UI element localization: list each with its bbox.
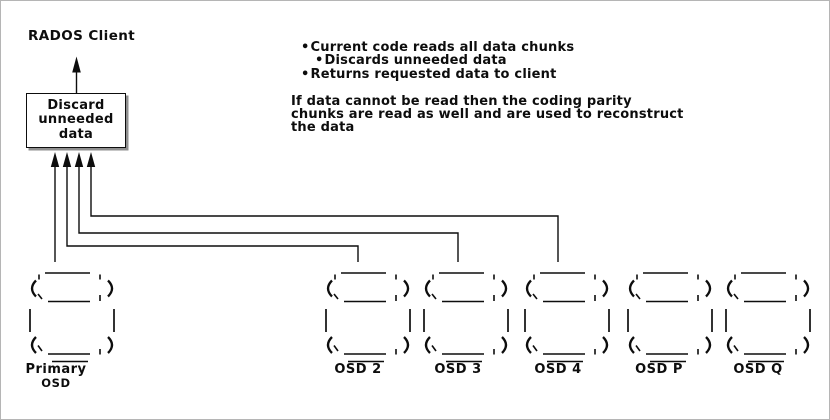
osd-cylinder-icon [324,271,412,363]
arrow-osd4-to-box [86,152,559,262]
bullet-icon: • [301,40,310,55]
list-item-text: Discards unneeded data [324,53,507,69]
list-item: •Current code reads all data chunks [301,41,574,54]
parity-reconstruct-note: If data cannot be read then the coding p… [291,94,684,136]
osd-cylinder-icon [422,271,510,363]
osd-cylinder-icon [724,271,812,363]
osd-label-3: OSD 3 [434,362,482,377]
osd-cylinder-icon [523,271,611,363]
osd-label-primary-line1: Primary [25,362,87,377]
arrow-box-to-client [72,56,81,93]
bullet-icon: • [315,53,324,69]
list-item: •Returns requested data to client [301,66,574,82]
arrow-primary-osd-to-box [50,152,60,262]
bullet-list: •Current code reads all data chunks •Dis… [301,41,574,81]
arrow-osd2-to-box [62,152,359,262]
osd-label-2: OSD 2 [334,362,382,377]
osd-label-q: OSD Q [733,362,783,377]
list-item-text: Returns requested data to client [310,66,557,82]
osd-label-primary: Primary OSD [6,362,106,390]
list-item-text: Current code reads all data chunks [310,40,575,55]
osd-cylinder-icon [626,271,714,363]
bullet-icon: • [301,66,310,82]
osd-cylinder-icon [28,271,116,363]
box-text: Discard unneeded data [38,97,114,142]
rados-client-label: RADOS Client [28,28,136,44]
osd-label-p: OSD P [635,362,683,377]
list-item: •Discards unneeded data [315,54,574,67]
osd-label-4: OSD 4 [534,362,582,377]
osd-label-primary-line2: OSD [41,376,71,390]
discard-unneeded-data-box: Discard unneeded data [26,93,126,148]
arrow-osd3-to-box [74,152,459,262]
